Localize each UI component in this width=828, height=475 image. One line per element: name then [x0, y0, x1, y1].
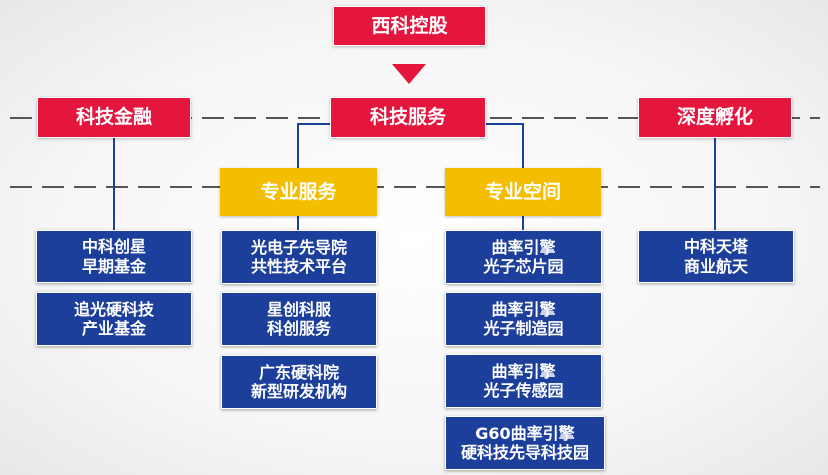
- space-item-3: 曲率引擎 光子传感园: [445, 354, 602, 408]
- space-item-4: G60曲率引擎 硬科技先导科技园: [445, 416, 605, 470]
- space-item-1-label: 曲率引擎 光子芯片园: [483, 237, 564, 276]
- connector-service-space: [486, 123, 524, 168]
- professional-item-2-label: 星创科服 科创服务: [266, 299, 331, 338]
- down-arrow-icon: [392, 64, 426, 84]
- fund-label: 科技金融: [75, 106, 152, 129]
- service-box: 科技服务: [330, 97, 486, 138]
- fund-item-2-label: 追光硬科技 产业基金: [73, 299, 154, 338]
- incubation-item-1-label: 中科天塔 商业航天: [683, 237, 748, 276]
- professional-item-3: 广东硬科院 新型研发机构: [221, 355, 377, 409]
- space-item-4-label: G60曲率引擎 硬科技先导科技园: [460, 423, 589, 462]
- fund-item-2: 追光硬科技 产业基金: [36, 292, 192, 346]
- space-item-2: 曲率引擎 光子制造园: [445, 292, 602, 346]
- incubation-box: 深度孵化: [638, 97, 792, 138]
- space-item-1: 曲率引擎 光子芯片园: [445, 230, 602, 284]
- root-label: 西科控股: [371, 14, 448, 37]
- service-label: 科技服务: [369, 106, 446, 129]
- fund-item-1-label: 中科创星 早期基金: [81, 237, 146, 276]
- professional-item-1-label: 光电子先导院 共性技术平台: [250, 237, 347, 276]
- professional-service-label: 专业服务: [260, 180, 337, 203]
- fund-box: 科技金融: [37, 97, 191, 138]
- space-item-3-label: 曲率引擎 光子传感园: [483, 361, 564, 400]
- fund-item-1: 中科创星 早期基金: [36, 230, 192, 283]
- space-item-2-label: 曲率引擎 光子制造园: [483, 299, 564, 338]
- professional-item-1: 光电子先导院 共性技术平台: [221, 230, 377, 284]
- connector-service-professional: [297, 123, 330, 168]
- incubation-label: 深度孵化: [676, 106, 753, 129]
- professional-space-label: 专业空间: [484, 180, 561, 203]
- professional-item-3-label: 广东硬科院 新型研发机构: [250, 362, 347, 401]
- professional-item-2: 星创科服 科创服务: [221, 292, 377, 346]
- incubation-item-1: 中科天塔 商业航天: [638, 230, 794, 283]
- root-box: 西科控股: [333, 6, 486, 46]
- professional-space-box: 专业空间: [445, 168, 601, 216]
- professional-service-box: 专业服务: [220, 168, 377, 216]
